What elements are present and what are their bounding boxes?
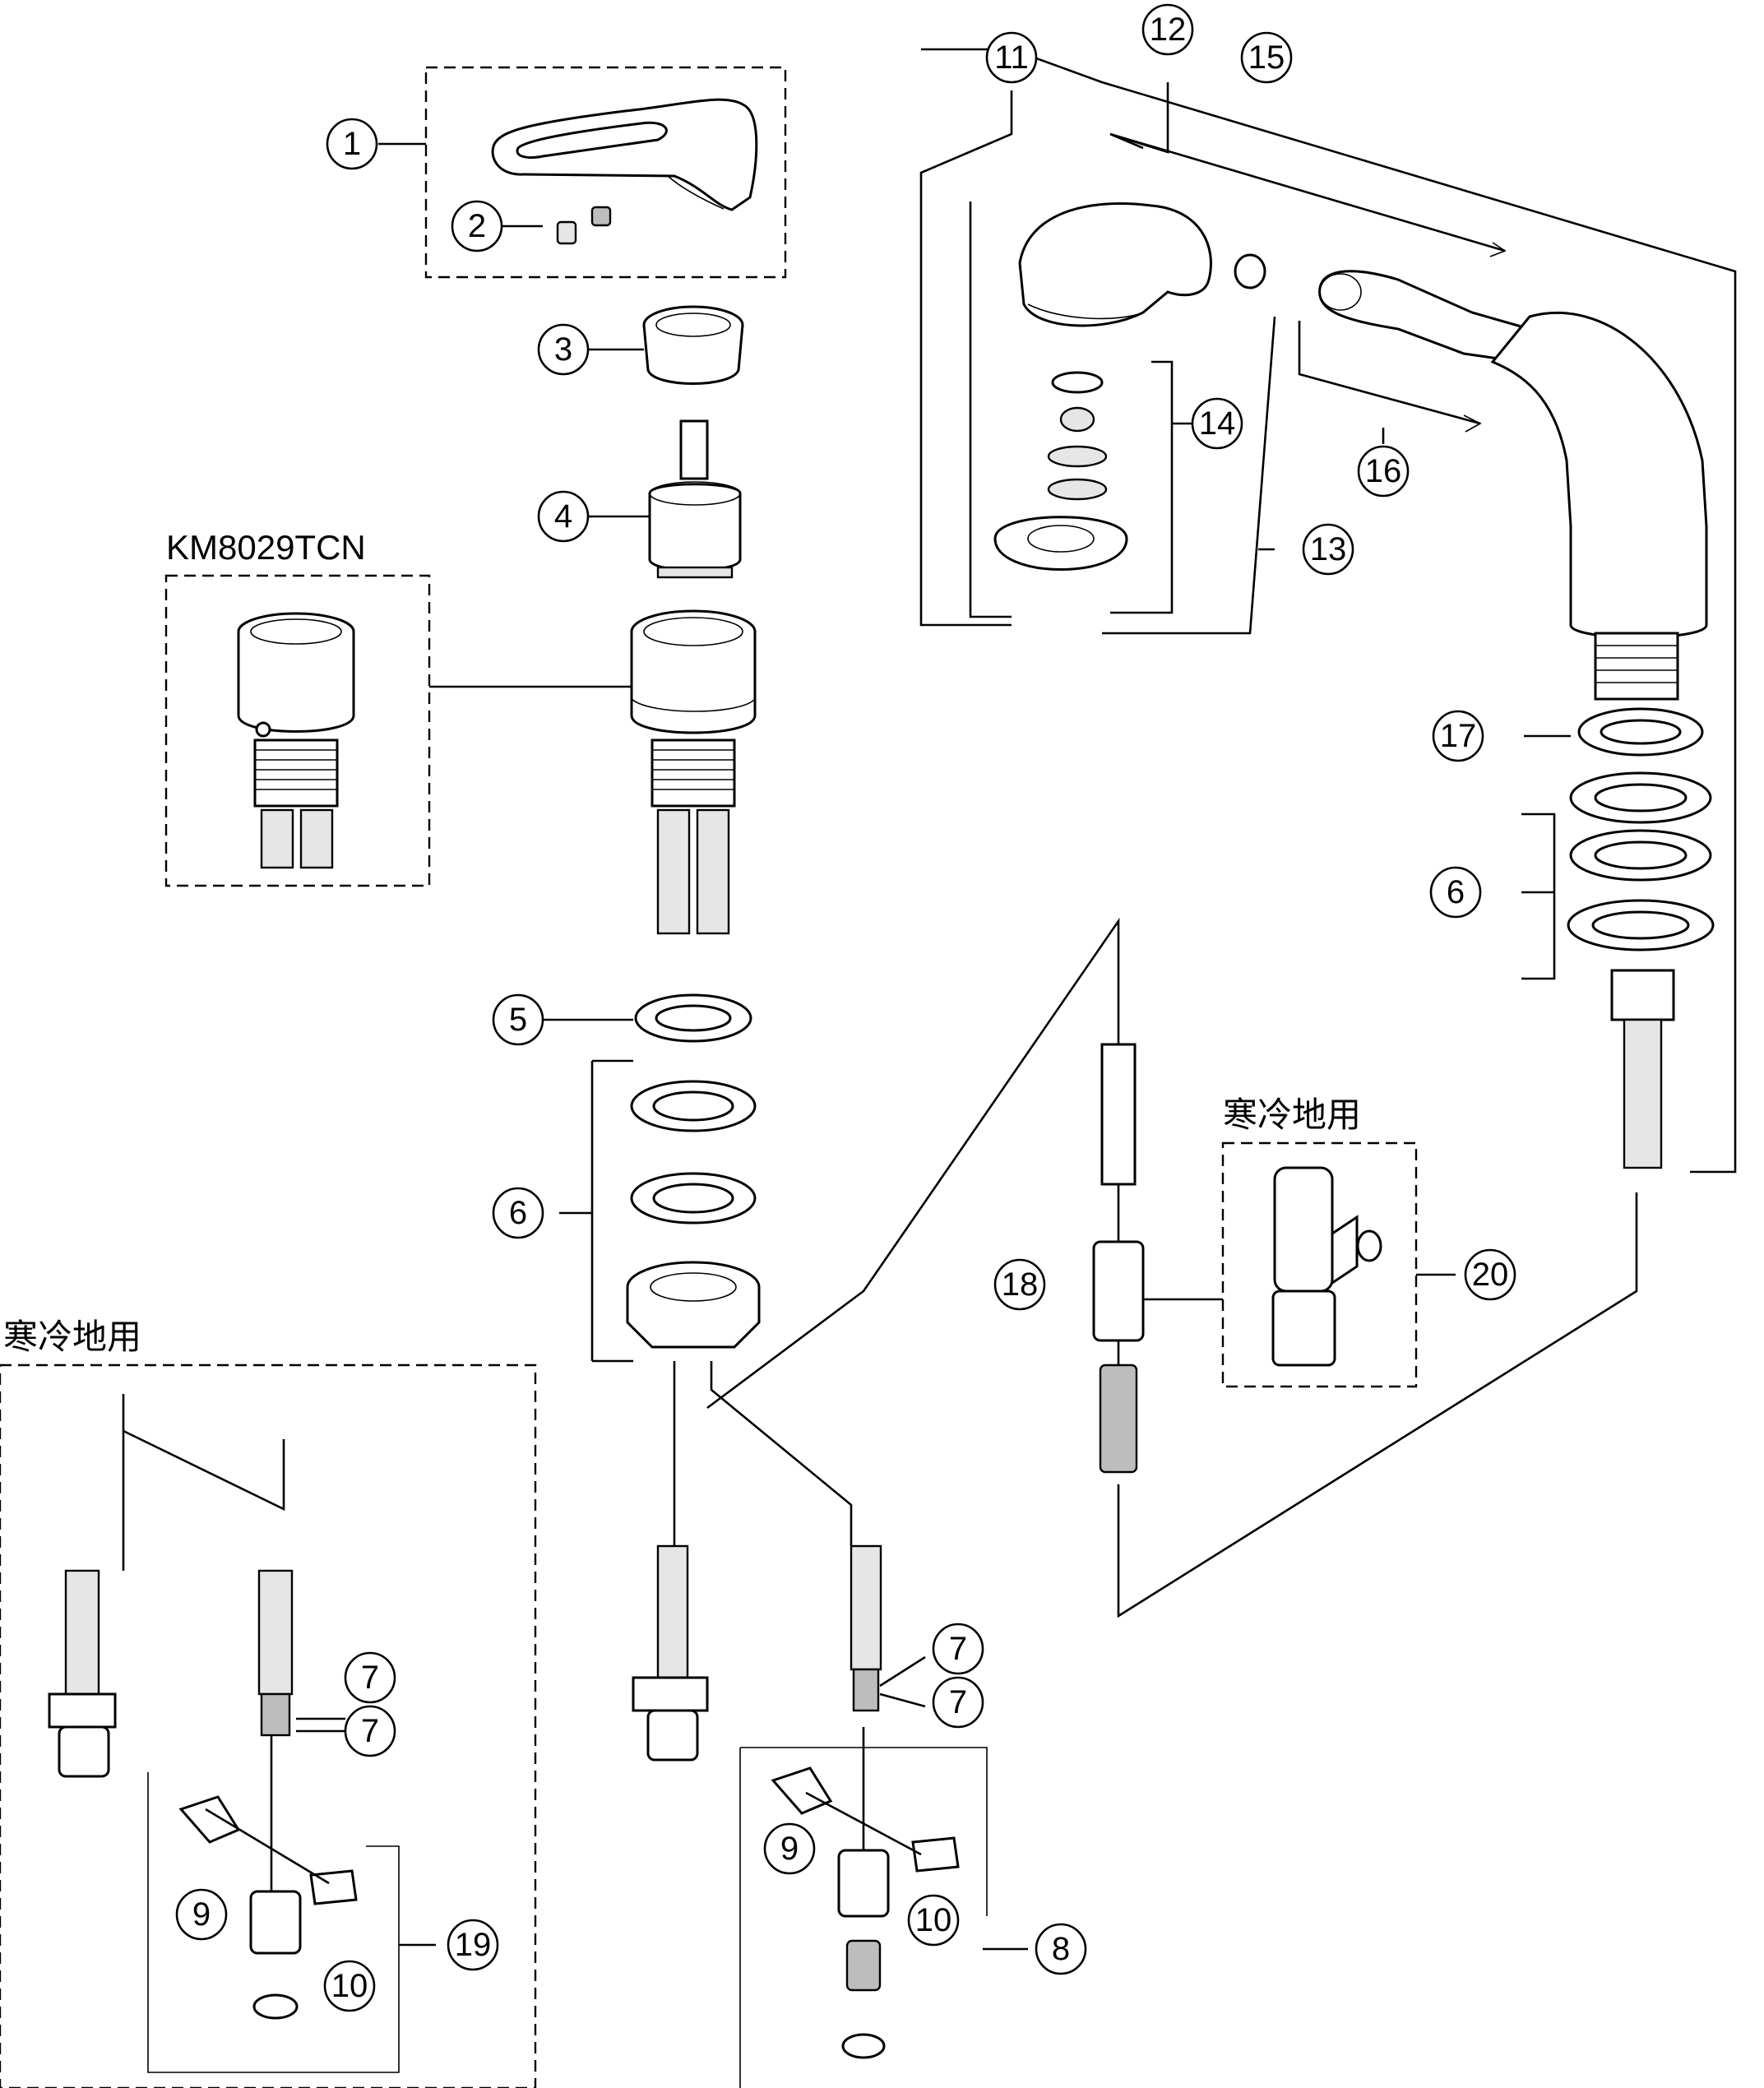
cold-region-right-label: 寒冷地用 xyxy=(1223,1095,1361,1134)
supply-hose-left xyxy=(632,1544,709,1762)
callout-17: 17 xyxy=(1432,710,1484,762)
model-variant-label: KM8029TCN xyxy=(166,528,366,567)
callout-18: 18 xyxy=(993,1258,1046,1311)
washer-5 xyxy=(634,993,752,1043)
callout-5: 5 xyxy=(492,993,544,1046)
callout-8: 8 xyxy=(1035,1923,1087,1975)
svg-text:17: 17 xyxy=(1440,718,1477,754)
callout-9a: 9 xyxy=(175,1888,228,1941)
callout-7a: 7 xyxy=(344,1651,396,1704)
callout-4: 4 xyxy=(537,490,590,543)
cold-region-right-box xyxy=(1221,1141,1418,1388)
cold-region-valve-20 xyxy=(1271,1166,1382,1367)
callout-10a: 10 xyxy=(323,1960,376,2012)
svg-text:9: 9 xyxy=(780,1831,799,1867)
callout-7d: 7 xyxy=(932,1676,984,1729)
svg-text:7: 7 xyxy=(361,1660,379,1696)
supply-hose-right xyxy=(850,1544,882,1712)
svg-text:18: 18 xyxy=(1002,1266,1039,1303)
svg-text:1: 1 xyxy=(343,126,361,162)
svg-text:10: 10 xyxy=(915,1902,952,1938)
shower-head xyxy=(993,202,1266,571)
leader-lines xyxy=(122,48,1737,1951)
callout-10b: 10 xyxy=(907,1894,960,1947)
pull-out-spout xyxy=(1318,270,1708,701)
svg-text:14: 14 xyxy=(1199,405,1236,442)
handle-group-box xyxy=(424,66,787,279)
km8029tcn-body xyxy=(237,612,355,869)
callout-9b: 9 xyxy=(763,1822,816,1875)
svg-text:13: 13 xyxy=(1310,531,1347,567)
callout-11: 11 xyxy=(985,31,1038,84)
svg-text:11: 11 xyxy=(994,39,1029,76)
svg-text:12: 12 xyxy=(1150,12,1187,48)
km8029tcn-variant-box xyxy=(164,574,431,887)
quick-connector-18 xyxy=(1092,1043,1145,1474)
svg-text:3: 3 xyxy=(554,331,572,368)
callout-14: 14 xyxy=(1191,397,1243,450)
svg-text:7: 7 xyxy=(949,1684,967,1720)
cartridge xyxy=(648,419,742,579)
callout-20: 20 xyxy=(1464,1248,1516,1301)
callout-12: 12 xyxy=(1141,3,1194,56)
callout-15: 15 xyxy=(1240,31,1293,84)
callout-2: 2 xyxy=(451,200,503,252)
spout-mounting-washers xyxy=(1567,707,1715,1169)
callout-3: 3 xyxy=(537,323,590,376)
callout-7b: 7 xyxy=(344,1705,396,1757)
svg-text:6: 6 xyxy=(1447,874,1465,910)
svg-text:19: 19 xyxy=(455,1927,492,1963)
svg-text:20: 20 xyxy=(1472,1257,1509,1293)
cold-region-left-box xyxy=(0,1363,537,2088)
mounting-washers xyxy=(626,1080,761,1349)
callout-7c: 7 xyxy=(932,1623,984,1675)
lever-handle xyxy=(491,98,758,211)
svg-text:7: 7 xyxy=(949,1631,967,1667)
set-screw xyxy=(556,206,612,245)
cold-region-left-label: 寒冷地用 xyxy=(3,1317,141,1356)
callout-1: 1 xyxy=(326,118,378,170)
svg-text:8: 8 xyxy=(1052,1931,1070,1967)
callout-13: 13 xyxy=(1302,523,1354,576)
svg-text:16: 16 xyxy=(1365,453,1402,489)
svg-text:6: 6 xyxy=(509,1195,527,1231)
callout-6a: 6 xyxy=(492,1187,544,1239)
svg-text:7: 7 xyxy=(361,1713,379,1749)
callout-19: 19 xyxy=(447,1919,499,1971)
svg-text:10: 10 xyxy=(331,1968,368,2004)
faucet-body xyxy=(630,609,757,935)
svg-text:5: 5 xyxy=(509,1002,527,1038)
svg-text:2: 2 xyxy=(468,208,486,244)
cap-nut xyxy=(642,305,744,385)
callout-6b: 6 xyxy=(1429,866,1482,919)
svg-text:15: 15 xyxy=(1248,39,1285,76)
svg-text:4: 4 xyxy=(554,498,572,535)
callout-16: 16 xyxy=(1357,445,1410,498)
svg-text:9: 9 xyxy=(192,1896,211,1933)
